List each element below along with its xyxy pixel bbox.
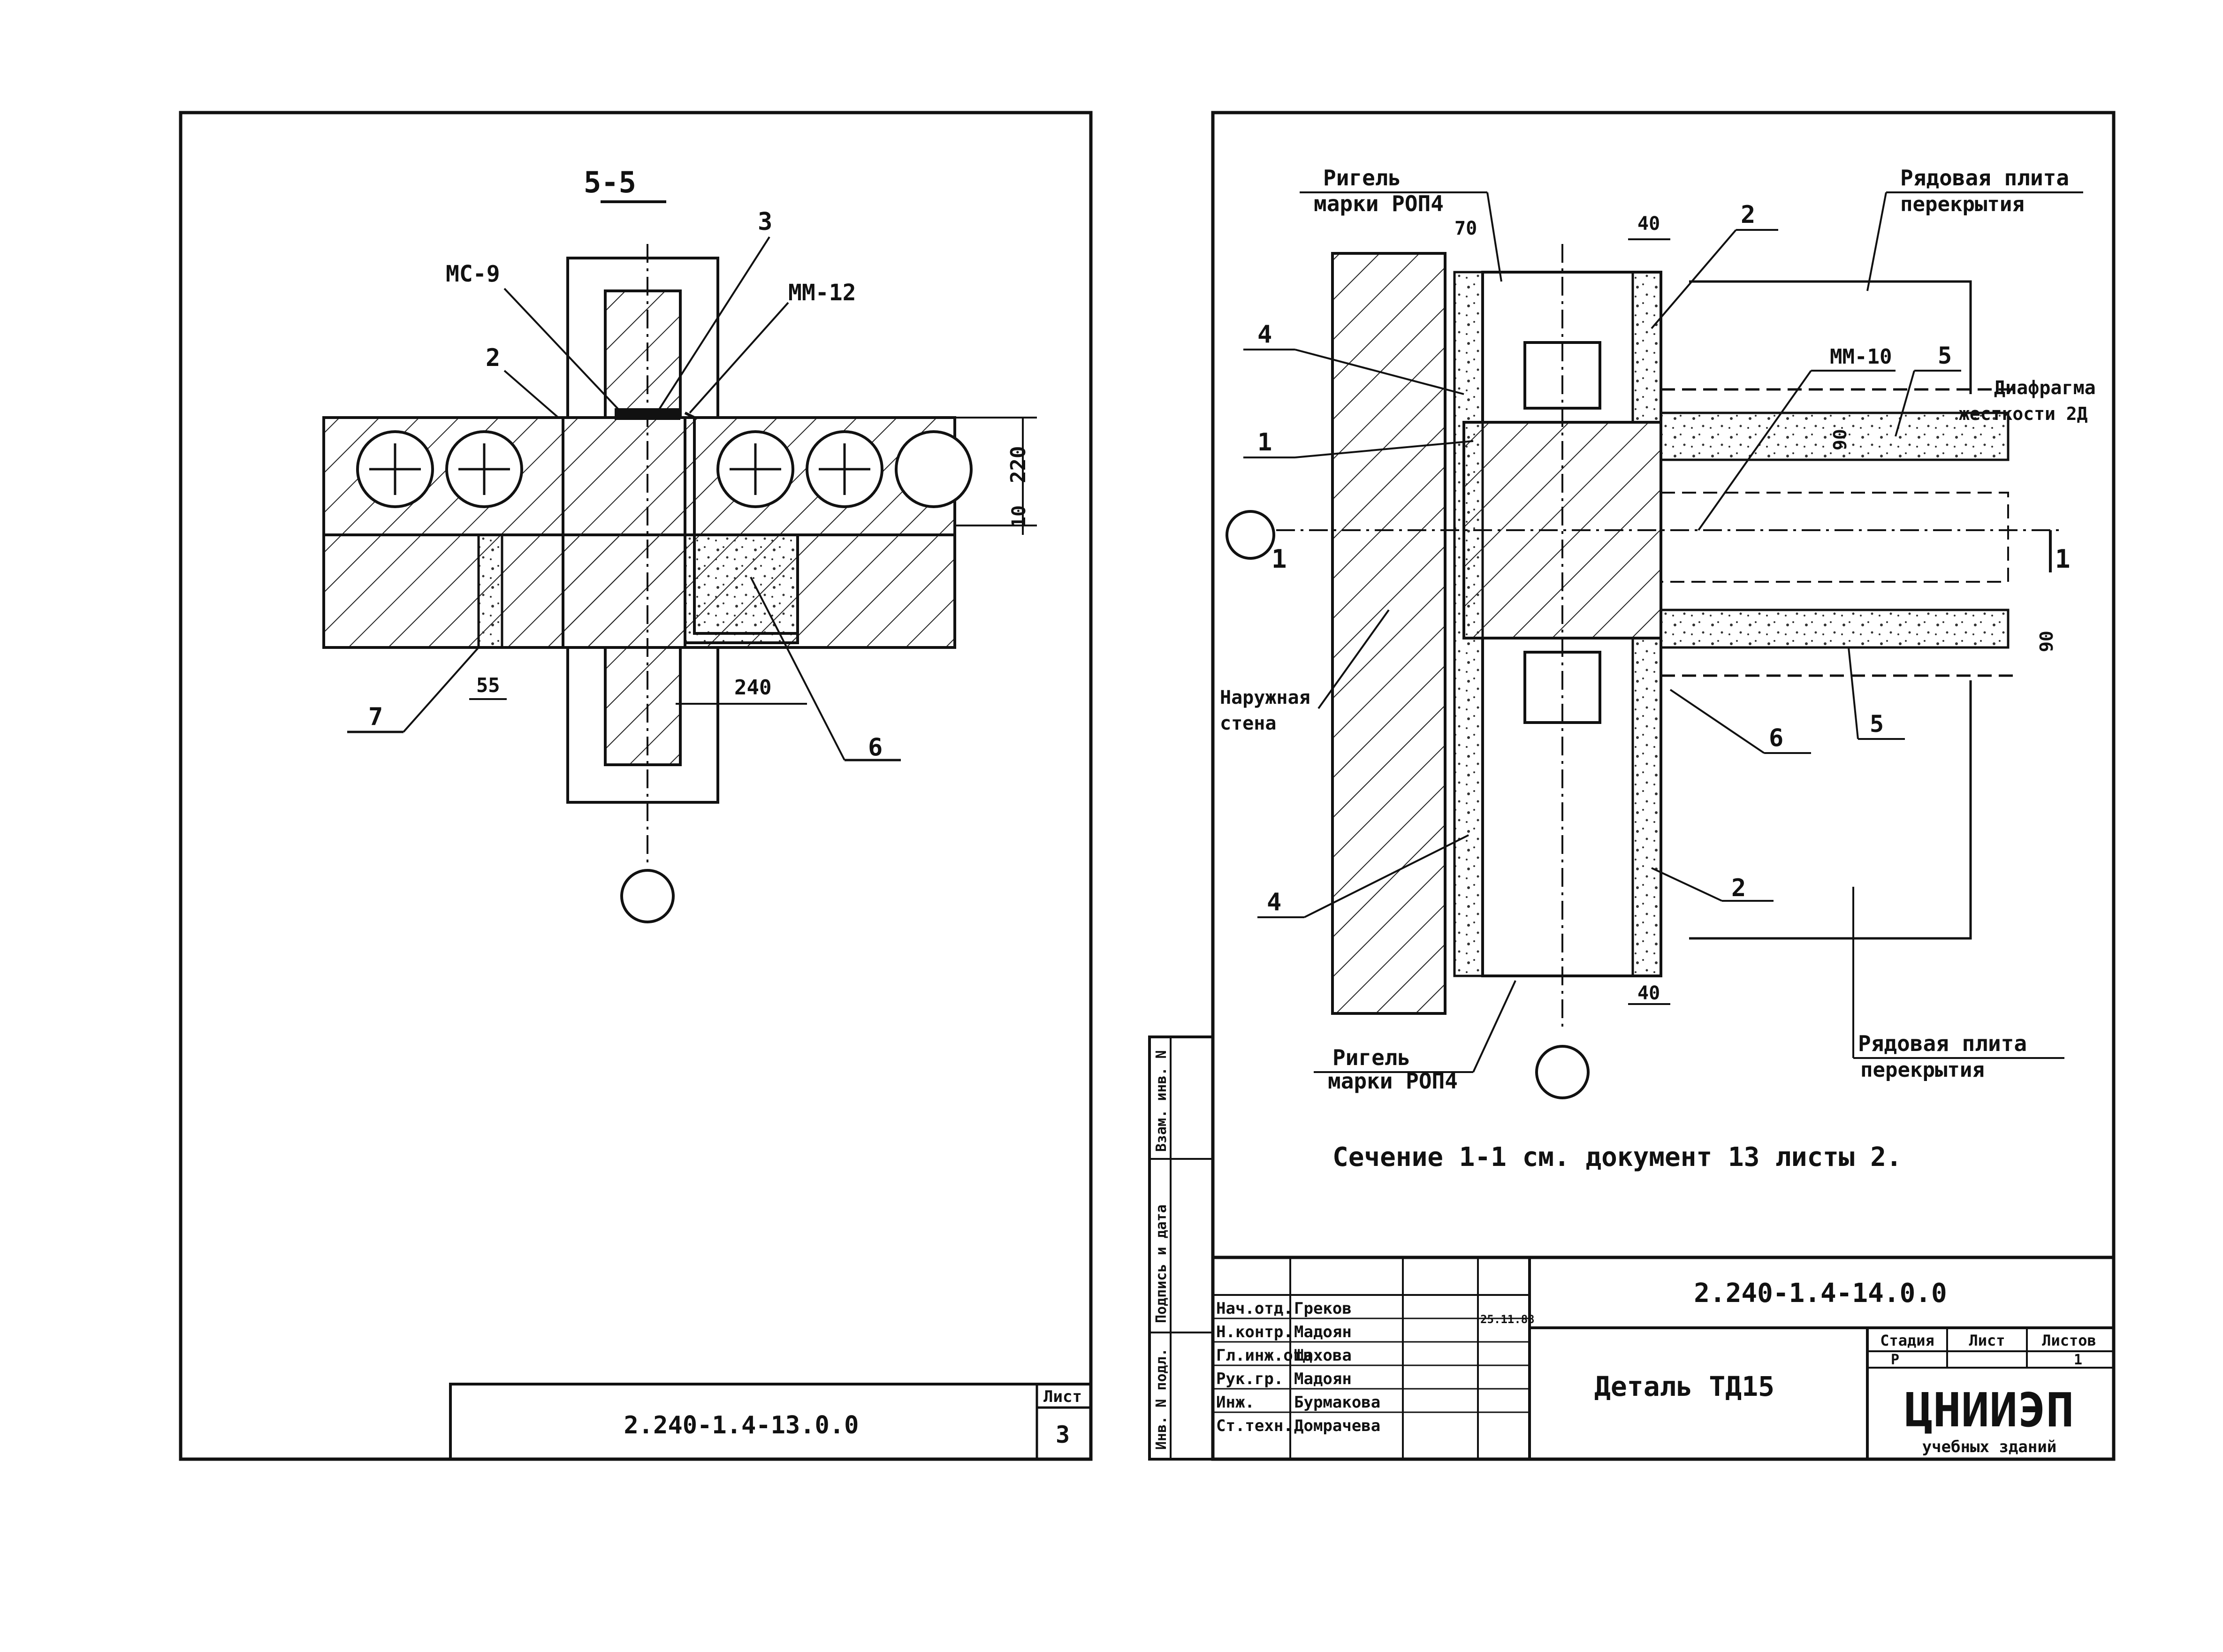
label-outer-wall: Наружная bbox=[1220, 687, 1310, 708]
title-block: 2.240-1.4-14.0.0 Деталь ТД15 Стадия Лист… bbox=[1211, 1256, 2116, 1461]
left-stamp-sheet-no: 3 bbox=[1056, 1421, 1070, 1448]
tb-title: Деталь ТД15 bbox=[1594, 1370, 1774, 1402]
side-inv: Инв. N подл. bbox=[1153, 1348, 1170, 1450]
tb-row-name: Домрачева bbox=[1294, 1416, 1380, 1435]
side-stamp: Инв. N подл. Подпись и дата Взам. инв. N bbox=[1148, 1035, 1214, 1461]
dim-90-bottom: 90 bbox=[2036, 631, 2057, 652]
dim-40-top: 40 bbox=[1637, 213, 1660, 235]
label-3: 3 bbox=[758, 208, 772, 236]
dim-220: 220 bbox=[1006, 446, 1030, 483]
tb-row-name: Бурмакова bbox=[1294, 1393, 1380, 1412]
column-lower-core bbox=[604, 646, 682, 766]
tb-org: ЦНИИЭП bbox=[1904, 1383, 2074, 1438]
tb-row-name: Греков bbox=[1294, 1299, 1352, 1318]
axis-marker bbox=[620, 869, 675, 923]
column-upper-core bbox=[604, 289, 682, 419]
outer-wall bbox=[1331, 252, 1446, 1015]
joint-fill bbox=[477, 533, 503, 649]
tb-row-role: Ст.техн. bbox=[1216, 1416, 1293, 1435]
label-1-node: 1 bbox=[1257, 428, 1272, 457]
tb-row-name: Мадоян bbox=[1294, 1323, 1352, 1341]
label-mc9: МС-9 bbox=[446, 261, 500, 287]
label-5-bottom: 5 bbox=[1870, 710, 1884, 738]
label-1-right: 1 bbox=[2055, 544, 2071, 574]
dim-40-bottom: 40 bbox=[1637, 982, 1660, 1004]
label-rigel-top: Ригель bbox=[1323, 165, 1401, 190]
tb-org-sub: учебных зданий bbox=[1922, 1438, 2057, 1456]
label-4-bottom: 4 bbox=[1267, 888, 1281, 916]
label-6-right: 6 bbox=[1769, 724, 1783, 752]
dim-240: 240 bbox=[734, 676, 771, 700]
dim-90-top: 90 bbox=[1830, 429, 1850, 450]
left-stamp-code: 2.240-1.4-13.0.0 bbox=[624, 1411, 859, 1439]
tb-stage-label: Стадия bbox=[1880, 1332, 1934, 1349]
tb-stage: Р bbox=[1891, 1352, 1899, 1368]
diaphragm-upper bbox=[1660, 411, 2010, 461]
label-4-top: 4 bbox=[1257, 320, 1272, 349]
axis-marker-right bbox=[1535, 1045, 1590, 1099]
tb-date: 25.11.88 bbox=[1480, 1313, 1535, 1326]
tb-row-role: Рук.гр. bbox=[1216, 1370, 1283, 1388]
hollow-slab-left bbox=[322, 416, 564, 536]
tb-sheet: 1 bbox=[2074, 1352, 2082, 1368]
tb-row-name: Шахова bbox=[1294, 1346, 1352, 1365]
section-note: Сечение 1-1 см. документ 13 листы 2. bbox=[1332, 1142, 1902, 1172]
label-2-bottom: 2 bbox=[1731, 874, 1746, 902]
left-sheet: 5-5 bbox=[179, 111, 1093, 1461]
label-2: 2 bbox=[486, 344, 500, 372]
label-7: 7 bbox=[368, 703, 383, 731]
left-stamp bbox=[449, 1383, 1092, 1461]
concrete-fill bbox=[684, 533, 799, 644]
label-mm10: ММ-10 bbox=[1830, 345, 1892, 369]
dim-70: 70 bbox=[1454, 218, 1477, 239]
section-title: 5-5 bbox=[584, 165, 636, 199]
central-rigel bbox=[562, 416, 686, 649]
label-diaphragm: Диафрагма bbox=[1994, 377, 2096, 399]
tb-row-role: Н.контр. bbox=[1216, 1323, 1293, 1341]
dim-10: 10 bbox=[1008, 505, 1030, 528]
axis-marker-left bbox=[1226, 510, 1275, 560]
label-diaphragm-2: жесткости 2Д bbox=[1959, 403, 2088, 424]
tb-row-role: Нач.отд. bbox=[1216, 1299, 1293, 1318]
diaphragm-lower bbox=[1660, 609, 2010, 649]
tb-row-role: Гл.инж.отд bbox=[1216, 1346, 1312, 1365]
tb-sheets-label: Листов bbox=[2042, 1332, 2096, 1349]
left-stamp-sheet-label: Лист bbox=[1043, 1387, 1082, 1406]
tb-rows: Нач.отд.ГрековН.контр.МадоянГл.инж.отдШа… bbox=[1213, 1294, 1530, 1435]
dim-55: 55 bbox=[476, 674, 500, 697]
tb-row-role: Инж. bbox=[1216, 1393, 1255, 1412]
label-5-top: 5 bbox=[1938, 342, 1952, 369]
hollow-slab-right bbox=[684, 416, 973, 536]
label-rigel-top-mark: марки РОП4 bbox=[1314, 191, 1444, 216]
label-plate-top: Рядовая плита bbox=[1900, 165, 2069, 190]
tb-sheet-label: Лист bbox=[1969, 1332, 2005, 1349]
label-rigel-bottom: Ригель bbox=[1332, 1045, 1410, 1070]
tb-row-name: Мадоян bbox=[1294, 1370, 1352, 1388]
side-vzam: Взам. инв. N bbox=[1153, 1050, 1170, 1152]
tb-code: 2.240-1.4-14.0.0 bbox=[1694, 1278, 1947, 1309]
label-plate-top-2: перекрытия bbox=[1900, 192, 2025, 216]
label-2-top: 2 bbox=[1741, 201, 1755, 229]
right-sheet: 1 1 Ригель марки РОП4 Рядовая плита пере… bbox=[1148, 111, 2116, 1461]
label-1-left: 1 bbox=[1271, 544, 1287, 574]
label-6: 6 bbox=[868, 733, 883, 761]
label-outer-wall-2: стена bbox=[1220, 713, 1276, 734]
side-sign: Подпись и дата bbox=[1153, 1204, 1170, 1323]
label-plate-bottom: Рядовая плита bbox=[1858, 1031, 2027, 1056]
label-plate-bottom-2: перекрытия bbox=[1860, 1058, 1985, 1082]
label-mm12: ММ-12 bbox=[788, 280, 856, 306]
